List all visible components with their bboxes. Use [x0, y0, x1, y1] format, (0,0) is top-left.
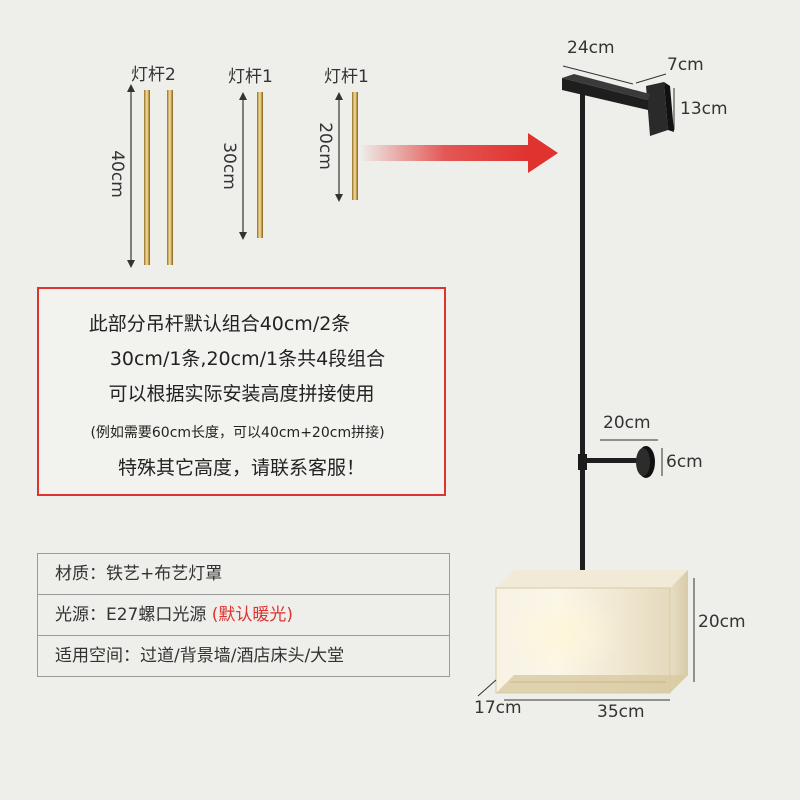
dim-shade-width: 35cm — [597, 702, 645, 722]
rod-title-1: 灯杆2 — [131, 65, 176, 85]
spec-light-prefix: 光源：E27螺口光源 — [55, 605, 212, 625]
gold-rod-30 — [257, 92, 263, 238]
dim-shade-height: 20cm — [698, 612, 746, 632]
rod-30-length-label: 30cm — [219, 142, 239, 190]
rod-title-2: 灯杆1 — [228, 67, 273, 87]
notice-line-1: 此部分吊杆默认组合40cm/2条 — [88, 313, 351, 335]
spec-material: 材质：铁艺+布艺灯罩 — [38, 554, 449, 595]
notice-line-2: 30cm/1条,20cm/1条共4段组合 — [109, 348, 386, 370]
rod-20-length-label: 20cm — [315, 122, 335, 170]
dim-base-height: 13cm — [680, 99, 728, 119]
rod-title-3: 灯杆1 — [324, 67, 369, 87]
rod-40-length-label: 40cm — [107, 150, 127, 198]
notice-line-5: 特殊其它高度，请联系客服！ — [117, 457, 365, 479]
notice-line-3: 可以根据实际安装高度拼接使用 — [108, 383, 375, 405]
notice-box: 此部分吊杆默认组合40cm/2条 30cm/1条,20cm/1条共4段组合 可以… — [37, 287, 446, 496]
spec-usage: 适用空间：过道/背景墙/酒店床头/大堂 — [55, 646, 345, 666]
gold-rod-40b — [167, 90, 173, 265]
rod-40-dimension-arrow — [127, 84, 135, 268]
rod-20-dimension-arrow — [335, 92, 343, 202]
spec-table: 材质：铁艺+布艺灯罩 光源：E27螺口光源 (默认暖光) 适用空间：过道/背景墙… — [37, 553, 450, 677]
dim-shade-depth: 17cm — [474, 698, 522, 718]
dim-lower-base: 6cm — [666, 452, 703, 472]
dim-base-width: 7cm — [667, 55, 704, 75]
dim-lower-arm: 20cm — [603, 413, 651, 433]
spec-light-highlight: (默认暖光) — [211, 605, 294, 625]
notice-line-4: (例如需要60cm长度，可以40cm+20cm拼接) — [90, 425, 385, 441]
gold-rod-40a — [144, 90, 150, 265]
gold-rod-20 — [352, 92, 358, 200]
red-arrow-icon — [360, 133, 558, 173]
rod-30-dimension-arrow — [239, 92, 247, 240]
dim-arm-length: 24cm — [567, 38, 615, 58]
wall-lamp-illustration — [477, 65, 695, 701]
spec-light-source: 光源：E27螺口光源 (默认暖光) — [38, 595, 449, 636]
